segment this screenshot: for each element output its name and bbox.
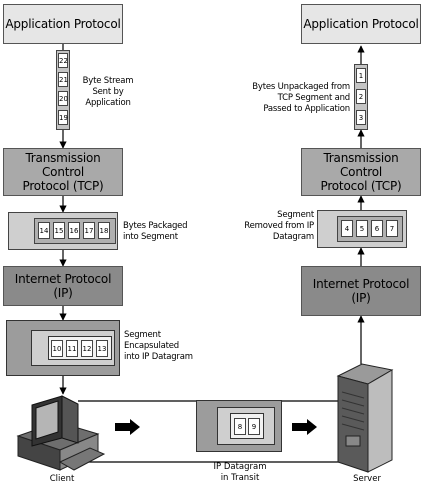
server-segment-label: Segment Removed from IP Datagram [244,210,314,242]
client-ip-layer: Internet Protocol (IP) [3,266,123,306]
client-byte-stream-label: Byte Stream Sent by Application [82,76,134,108]
server-unpack-label: Bytes Unpackaged from TCP Segment and Pa… [252,82,350,114]
transit-datagram-payload: 8 9 [230,413,264,439]
client-app-label: Application Protocol [5,17,121,31]
client-tcp-segment-body: 14 15 16 17 18 [34,218,116,244]
segment-cell: 18 [98,222,110,239]
server-label: Server [353,474,381,484]
datagram-cell: 12 [81,340,93,357]
transit-cell: 8 [234,418,246,435]
segment-cell: 16 [68,222,80,239]
server-ip-layer: Internet Protocol (IP) [301,266,421,316]
client-datagram-segment: 10 11 12 13 [31,330,115,366]
server-tcp-segment-body: 4 5 6 7 [337,216,403,242]
byte-cell: 20 [58,91,68,106]
byte-cell: 21 [58,72,68,87]
transit-label: IP Datagram in Transit [213,462,267,483]
segment-cell: 4 [341,220,353,237]
segment-cell: 15 [53,222,65,239]
transit-arrow-left [115,419,140,435]
datagram-cell: 10 [51,340,63,357]
byte-cell: 19 [58,110,68,125]
client-datagram-payload: 10 11 12 13 [48,336,112,360]
client-ip-datagram: 10 11 12 13 [6,320,120,376]
transit-arrow-right [292,419,317,435]
client-tcp-layer: Transmission Control Protocol (TCP) [3,148,123,196]
segment-cell: 14 [38,222,50,239]
transit-datagram-segment: 8 9 [217,407,275,445]
client-label: Client [49,474,75,484]
byte-cell: 22 [58,53,68,68]
transit-ip-datagram: 8 9 [196,400,282,452]
byte-cell: 3 [356,110,366,125]
server-application-protocol: Application Protocol [301,4,421,44]
client-segment-label: Bytes Packaged into Segment [123,221,188,242]
byte-cell: 1 [356,68,366,83]
client-application-protocol: Application Protocol [3,4,123,44]
datagram-cell: 11 [66,340,78,357]
datagram-cell: 13 [96,340,108,357]
segment-cell: 5 [356,220,368,237]
client-datagram-label: Segment Encapsulated into IP Datagram [124,330,193,362]
segment-cell: 17 [83,222,95,239]
transit-cell: 9 [248,418,260,435]
segment-cell: 6 [371,220,383,237]
server-byte-stack: 1 2 3 [354,64,368,130]
segment-cell: 7 [386,220,398,237]
client-byte-stream: 22 21 20 19 [56,50,70,130]
byte-cell: 2 [356,89,366,104]
server-tcp-layer: Transmission Control Protocol (TCP) [301,148,421,196]
server-tcp-segment: 4 5 6 7 [317,210,407,248]
client-tcp-segment: 14 15 16 17 18 [8,212,118,250]
